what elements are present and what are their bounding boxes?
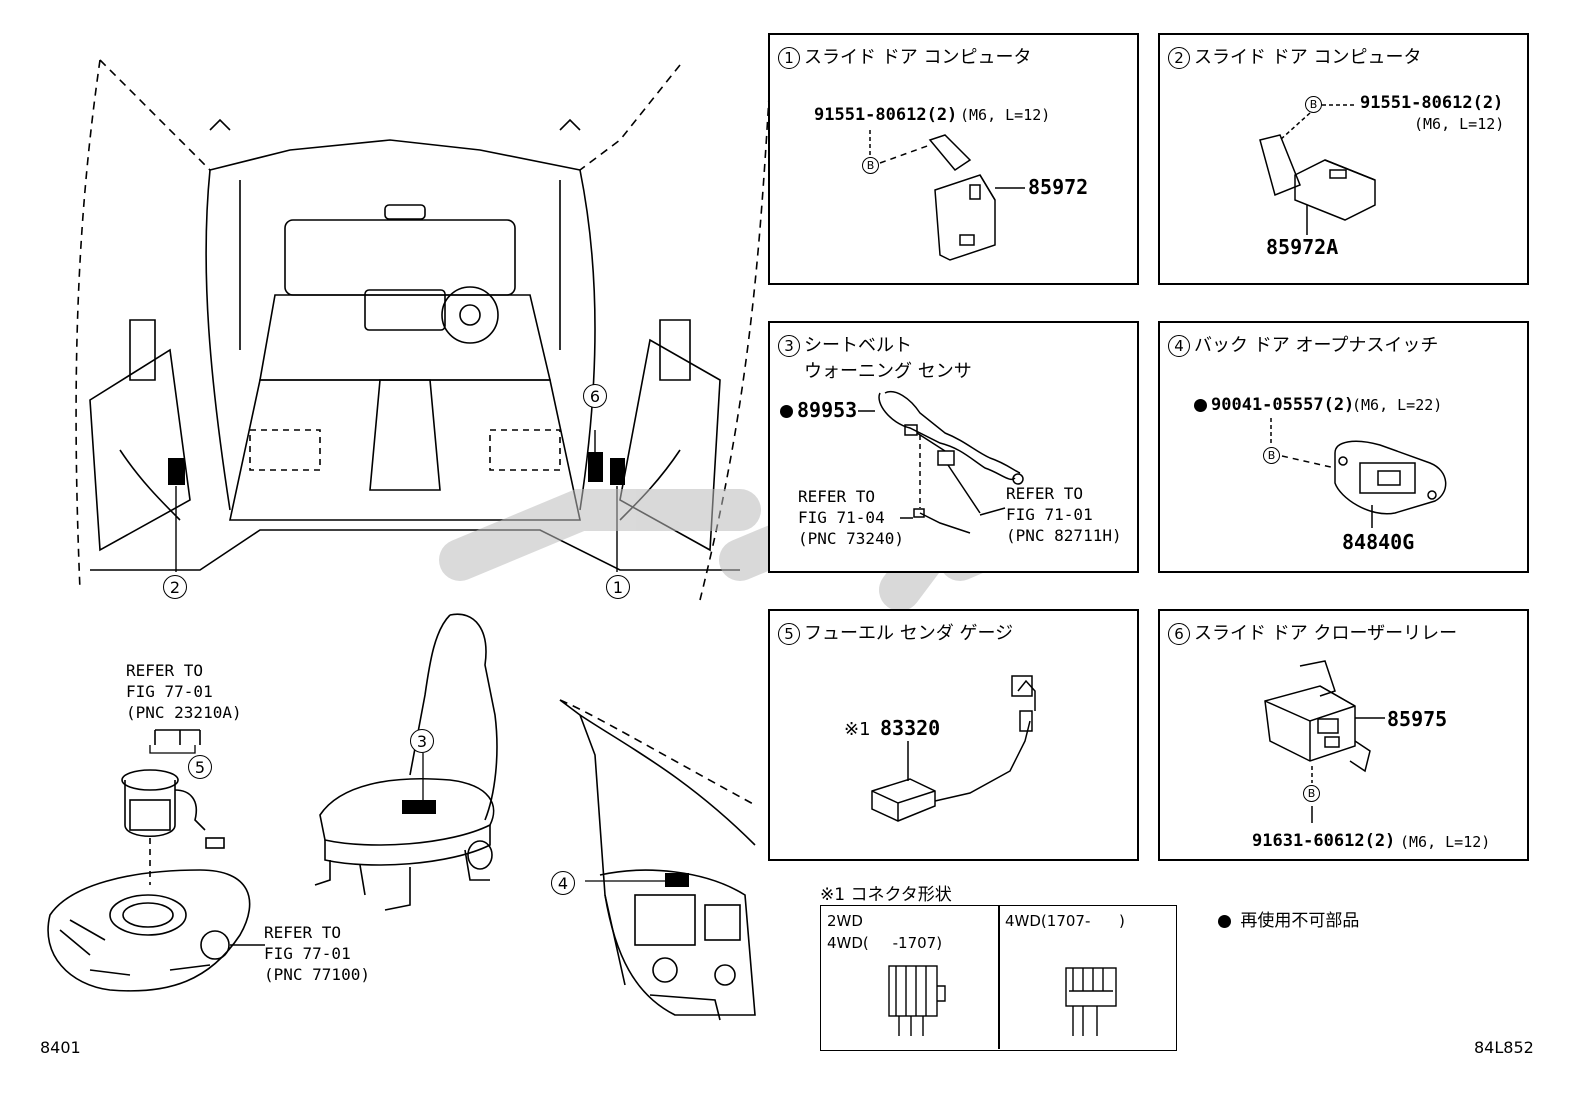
- vehicle-interior-illustration: [75, 59, 771, 601]
- seatbelt-sensor-drawing: [858, 391, 1024, 534]
- table-divider: [998, 906, 1000, 1049]
- panel-5-note-mark: ※1: [844, 719, 871, 740]
- panel-3-refer-left: REFER TO FIG 71-04 (PNC 73240): [798, 487, 904, 548]
- panel-4-bolt-part: 90041-05557(2): [1194, 395, 1354, 415]
- panel-1-bolt-b-marker: B: [862, 157, 879, 174]
- connector-shapes-drawing: [888, 965, 1117, 1036]
- refer-fuel-bottom: REFER TO FIG 77-01 (PNC 77100): [264, 923, 370, 984]
- seat-illustration: [314, 613, 498, 911]
- connector-shape-table: 2WD 4WD( -1707) 4WD(1707- ): [820, 905, 1177, 1051]
- panel-6-part-number: 85975: [1387, 707, 1448, 731]
- callout-6: 6: [583, 384, 607, 408]
- panel-3-part-number: 89953: [780, 398, 857, 422]
- connector-table-title: ※1 コネクタ形状: [820, 885, 952, 905]
- refer-fuel-top: REFER TO FIG 77-01 (PNC 23210A): [126, 661, 242, 722]
- page-code-right: 84L852: [1474, 1038, 1534, 1057]
- panel-3-title-line2: ウォーニング センサ: [804, 361, 972, 382]
- panel-6-bolt-part: 91631-60612(2): [1252, 831, 1396, 851]
- slide-door-computer-a-drawing: [1259, 104, 1376, 235]
- fuel-sender-gauge-drawing: [871, 675, 1036, 822]
- fuel-sender-illustration: [47, 729, 265, 992]
- connector-right-line1: 4WD(1707- ): [1005, 912, 1125, 930]
- panel-2-part-number: 85972A: [1266, 235, 1339, 259]
- callout-2: 2: [163, 575, 187, 599]
- opener-switch-drawing: [1270, 418, 1447, 528]
- legend-non-reusable: 再使用不可部品: [1218, 906, 1359, 931]
- callout-4: 4: [551, 871, 575, 895]
- non-reusable-dot-icon: [780, 405, 793, 418]
- panel-2-bolt-b-marker: B: [1305, 96, 1322, 113]
- connector-left-line1: 2WD: [827, 912, 863, 930]
- page-code-left: 8401: [40, 1038, 81, 1057]
- callout-5-bracket: [149, 745, 196, 754]
- panel-1-bolt-part: 91551-80612(2): [814, 105, 958, 125]
- panel-6-bolt-b-marker: B: [1303, 785, 1320, 802]
- panel-3-refer-right: REFER TO FIG 71-01 (PNC 82711H): [1006, 484, 1122, 545]
- back-door-illustration: [559, 699, 756, 1021]
- panel-4-bolt-b-marker: B: [1263, 447, 1280, 464]
- panel-2-bolt-spec: (M6, L=12): [1414, 115, 1505, 133]
- panel-4-bolt-spec: (M6, L=22): [1352, 396, 1443, 414]
- panel-4-part-number: 84840G: [1342, 530, 1415, 554]
- non-reusable-dot-icon: [1194, 398, 1207, 412]
- panel-1-bolt-spec: (M6, L=12): [960, 106, 1051, 124]
- callout-5: 5: [188, 755, 212, 779]
- closer-relay-drawing: [1264, 660, 1385, 823]
- panel-2-bolt-part: 91551-80612(2): [1360, 93, 1504, 113]
- panel-5-part-number: 83320: [880, 716, 941, 740]
- panel-1-part-number: 85972: [1028, 175, 1089, 199]
- slide-door-computer-drawing: [869, 130, 1025, 261]
- panel-6-bolt-spec: (M6, L=12): [1400, 833, 1491, 851]
- callout-1: 1: [606, 575, 630, 599]
- callout-3: 3: [410, 729, 434, 753]
- connector-left-line2: 4WD( -1707): [827, 934, 943, 952]
- non-reusable-dot-icon: [1218, 914, 1231, 928]
